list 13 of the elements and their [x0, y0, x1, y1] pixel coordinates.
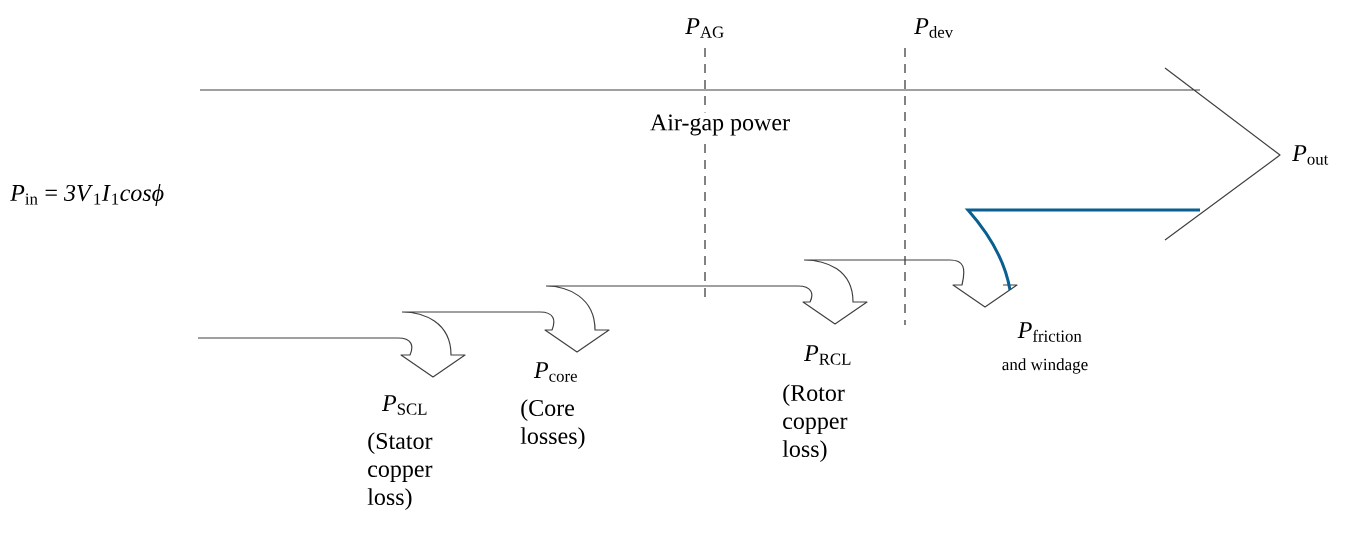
- formula-label: P$_{out}$: [1292, 145, 1329, 165]
- formula-label: P$_{core}$: [533, 362, 577, 382]
- formula-label: P$_{RCL}$: [803, 345, 851, 365]
- band-label: Air-gap power: [647, 112, 793, 138]
- loss-description: (Rotor copper loss): [782, 384, 848, 462]
- formula-label: P$_{in}$ = 3V$_{1}$I$_{1}$cosϕ: [10, 184, 164, 206]
- formula-label: P$_{AG}$: [685, 18, 724, 38]
- formula-label: P$_{dev}$: [914, 18, 954, 38]
- loss-description: (Stator copper loss): [367, 432, 433, 510]
- loss-description: and windage: [1002, 358, 1088, 374]
- formula-label: P$_{friction}$: [1017, 322, 1082, 342]
- loss-description: (Core losses): [520, 399, 585, 449]
- formula-label: P$_{SCL}$: [381, 395, 427, 415]
